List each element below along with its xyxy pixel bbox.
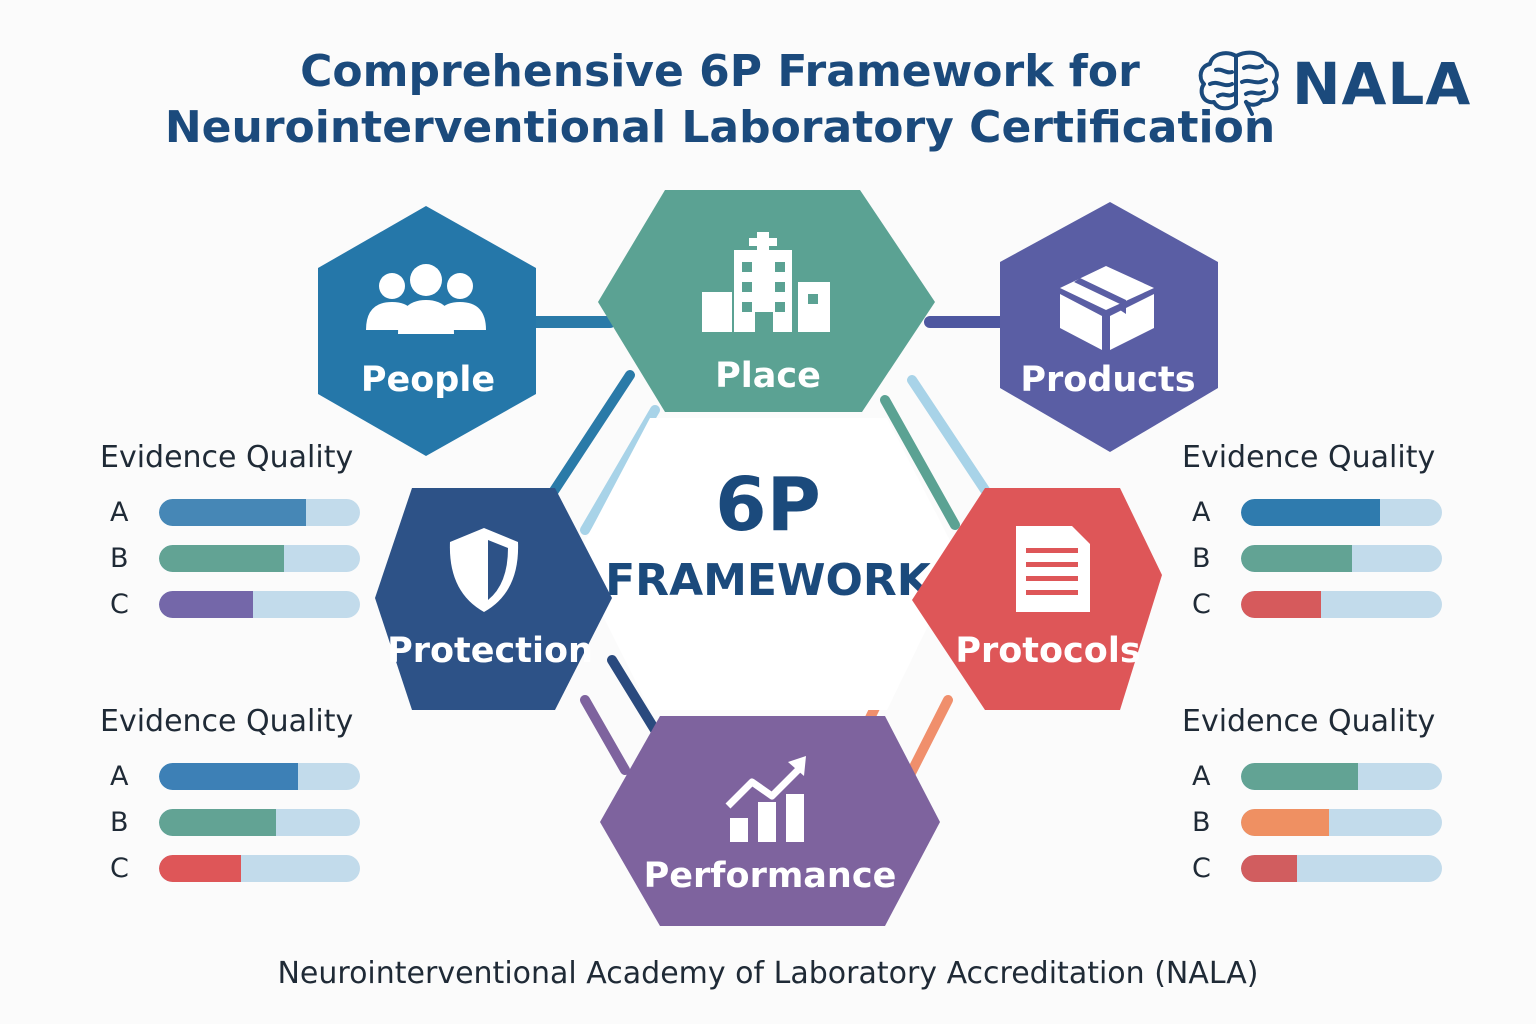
evidence-bar-fill bbox=[159, 544, 284, 572]
shield-icon bbox=[449, 528, 519, 612]
evidence-bar bbox=[1241, 854, 1442, 882]
evidence-bar bbox=[159, 590, 360, 618]
evidence-bar-fill bbox=[1241, 498, 1380, 526]
title-line-2: Neurointerventional Laboratory Certifica… bbox=[164, 102, 1276, 153]
grade-label: C bbox=[110, 852, 129, 884]
evidence-bar-fill bbox=[159, 590, 254, 618]
node-label-protocols: Protocols bbox=[955, 631, 1140, 671]
evidence-row: A bbox=[1182, 753, 1442, 799]
evidence-bar bbox=[1241, 544, 1442, 572]
evidence-bar bbox=[1241, 808, 1442, 836]
evidence-bar bbox=[1241, 498, 1442, 526]
logo-text: NALA bbox=[1292, 50, 1472, 118]
grade-label: A bbox=[110, 760, 129, 792]
evidence-quality-title: Evidence Quality bbox=[1182, 704, 1436, 739]
page-title: Comprehensive 6P Framework for Neurointe… bbox=[120, 44, 1320, 156]
evidence-quality-top-right: Evidence Quality A B C bbox=[1182, 440, 1442, 627]
chart-arrow-icon bbox=[725, 756, 806, 842]
grade-label: B bbox=[110, 542, 129, 574]
grade-label: B bbox=[1192, 806, 1211, 838]
grade-label: A bbox=[110, 496, 129, 528]
evidence-bar bbox=[159, 544, 360, 572]
evidence-bar-fill bbox=[159, 854, 242, 882]
footer-organization: Neurointerventional Academy of Laborator… bbox=[277, 956, 1259, 991]
center-title: 6P bbox=[715, 462, 821, 548]
grade-label: B bbox=[1192, 542, 1211, 574]
node-products[interactable]: Products bbox=[1000, 202, 1218, 452]
evidence-bar-fill bbox=[159, 762, 298, 790]
evidence-row: C bbox=[100, 845, 360, 891]
document-icon bbox=[1016, 526, 1090, 612]
evidence-row: B bbox=[100, 799, 360, 845]
node-label-people: People bbox=[361, 360, 495, 400]
evidence-bar-fill bbox=[159, 808, 276, 836]
evidence-bar bbox=[159, 498, 360, 526]
evidence-bar-fill bbox=[1241, 590, 1322, 618]
node-label-place: Place bbox=[715, 356, 821, 396]
title-line-1: Comprehensive 6P Framework for bbox=[300, 46, 1140, 97]
evidence-quality-title: Evidence Quality bbox=[100, 440, 354, 475]
evidence-row: A bbox=[100, 489, 360, 535]
evidence-bar-fill bbox=[1241, 544, 1352, 572]
node-label-products: Products bbox=[1020, 360, 1195, 400]
node-label-protection: Protection bbox=[387, 631, 593, 671]
evidence-quality-title: Evidence Quality bbox=[100, 704, 354, 739]
evidence-quality-bottom-left: Evidence Quality A B C bbox=[100, 704, 360, 891]
grade-label: A bbox=[1192, 760, 1211, 792]
brain-icon bbox=[1198, 50, 1279, 116]
evidence-bar bbox=[159, 854, 360, 882]
evidence-quality-bottom-right: Evidence Quality A B C bbox=[1182, 704, 1442, 891]
evidence-bar bbox=[159, 762, 360, 790]
node-people[interactable]: People bbox=[318, 206, 536, 456]
grade-label: C bbox=[1192, 588, 1211, 620]
evidence-bar-fill bbox=[159, 498, 306, 526]
evidence-bar bbox=[159, 808, 360, 836]
evidence-row: C bbox=[1182, 581, 1442, 627]
evidence-row: B bbox=[1182, 799, 1442, 845]
evidence-bar bbox=[1241, 590, 1442, 618]
evidence-row: C bbox=[100, 581, 360, 627]
evidence-row: C bbox=[1182, 845, 1442, 891]
evidence-bar bbox=[1241, 762, 1442, 790]
node-place[interactable]: Place bbox=[598, 190, 935, 412]
evidence-row: A bbox=[100, 753, 360, 799]
box-icon bbox=[1060, 266, 1154, 350]
nala-logo: NALA bbox=[1196, 44, 1471, 124]
grade-label: C bbox=[1192, 852, 1211, 884]
node-label-performance: Performance bbox=[644, 856, 897, 896]
node-protocols[interactable]: Protocols bbox=[912, 488, 1162, 710]
grade-label: A bbox=[1192, 496, 1211, 528]
center-subtitle: FRAMEWORK bbox=[605, 555, 933, 606]
people-icon bbox=[366, 264, 486, 334]
evidence-row: B bbox=[1182, 535, 1442, 581]
node-protection[interactable]: Protection bbox=[375, 488, 612, 710]
evidence-bar-fill bbox=[1241, 808, 1330, 836]
evidence-quality-title: Evidence Quality bbox=[1182, 440, 1436, 475]
evidence-bar-fill bbox=[1241, 762, 1358, 790]
evidence-bar-fill bbox=[1241, 854, 1298, 882]
node-performance[interactable]: Performance bbox=[600, 716, 940, 926]
grade-label: C bbox=[110, 588, 129, 620]
grade-label: B bbox=[110, 806, 129, 838]
evidence-quality-top-left: Evidence Quality A B C bbox=[100, 440, 360, 627]
evidence-row: A bbox=[1182, 489, 1442, 535]
center-hexagon: 6P FRAMEWORK bbox=[575, 418, 960, 710]
evidence-row: B bbox=[100, 535, 360, 581]
